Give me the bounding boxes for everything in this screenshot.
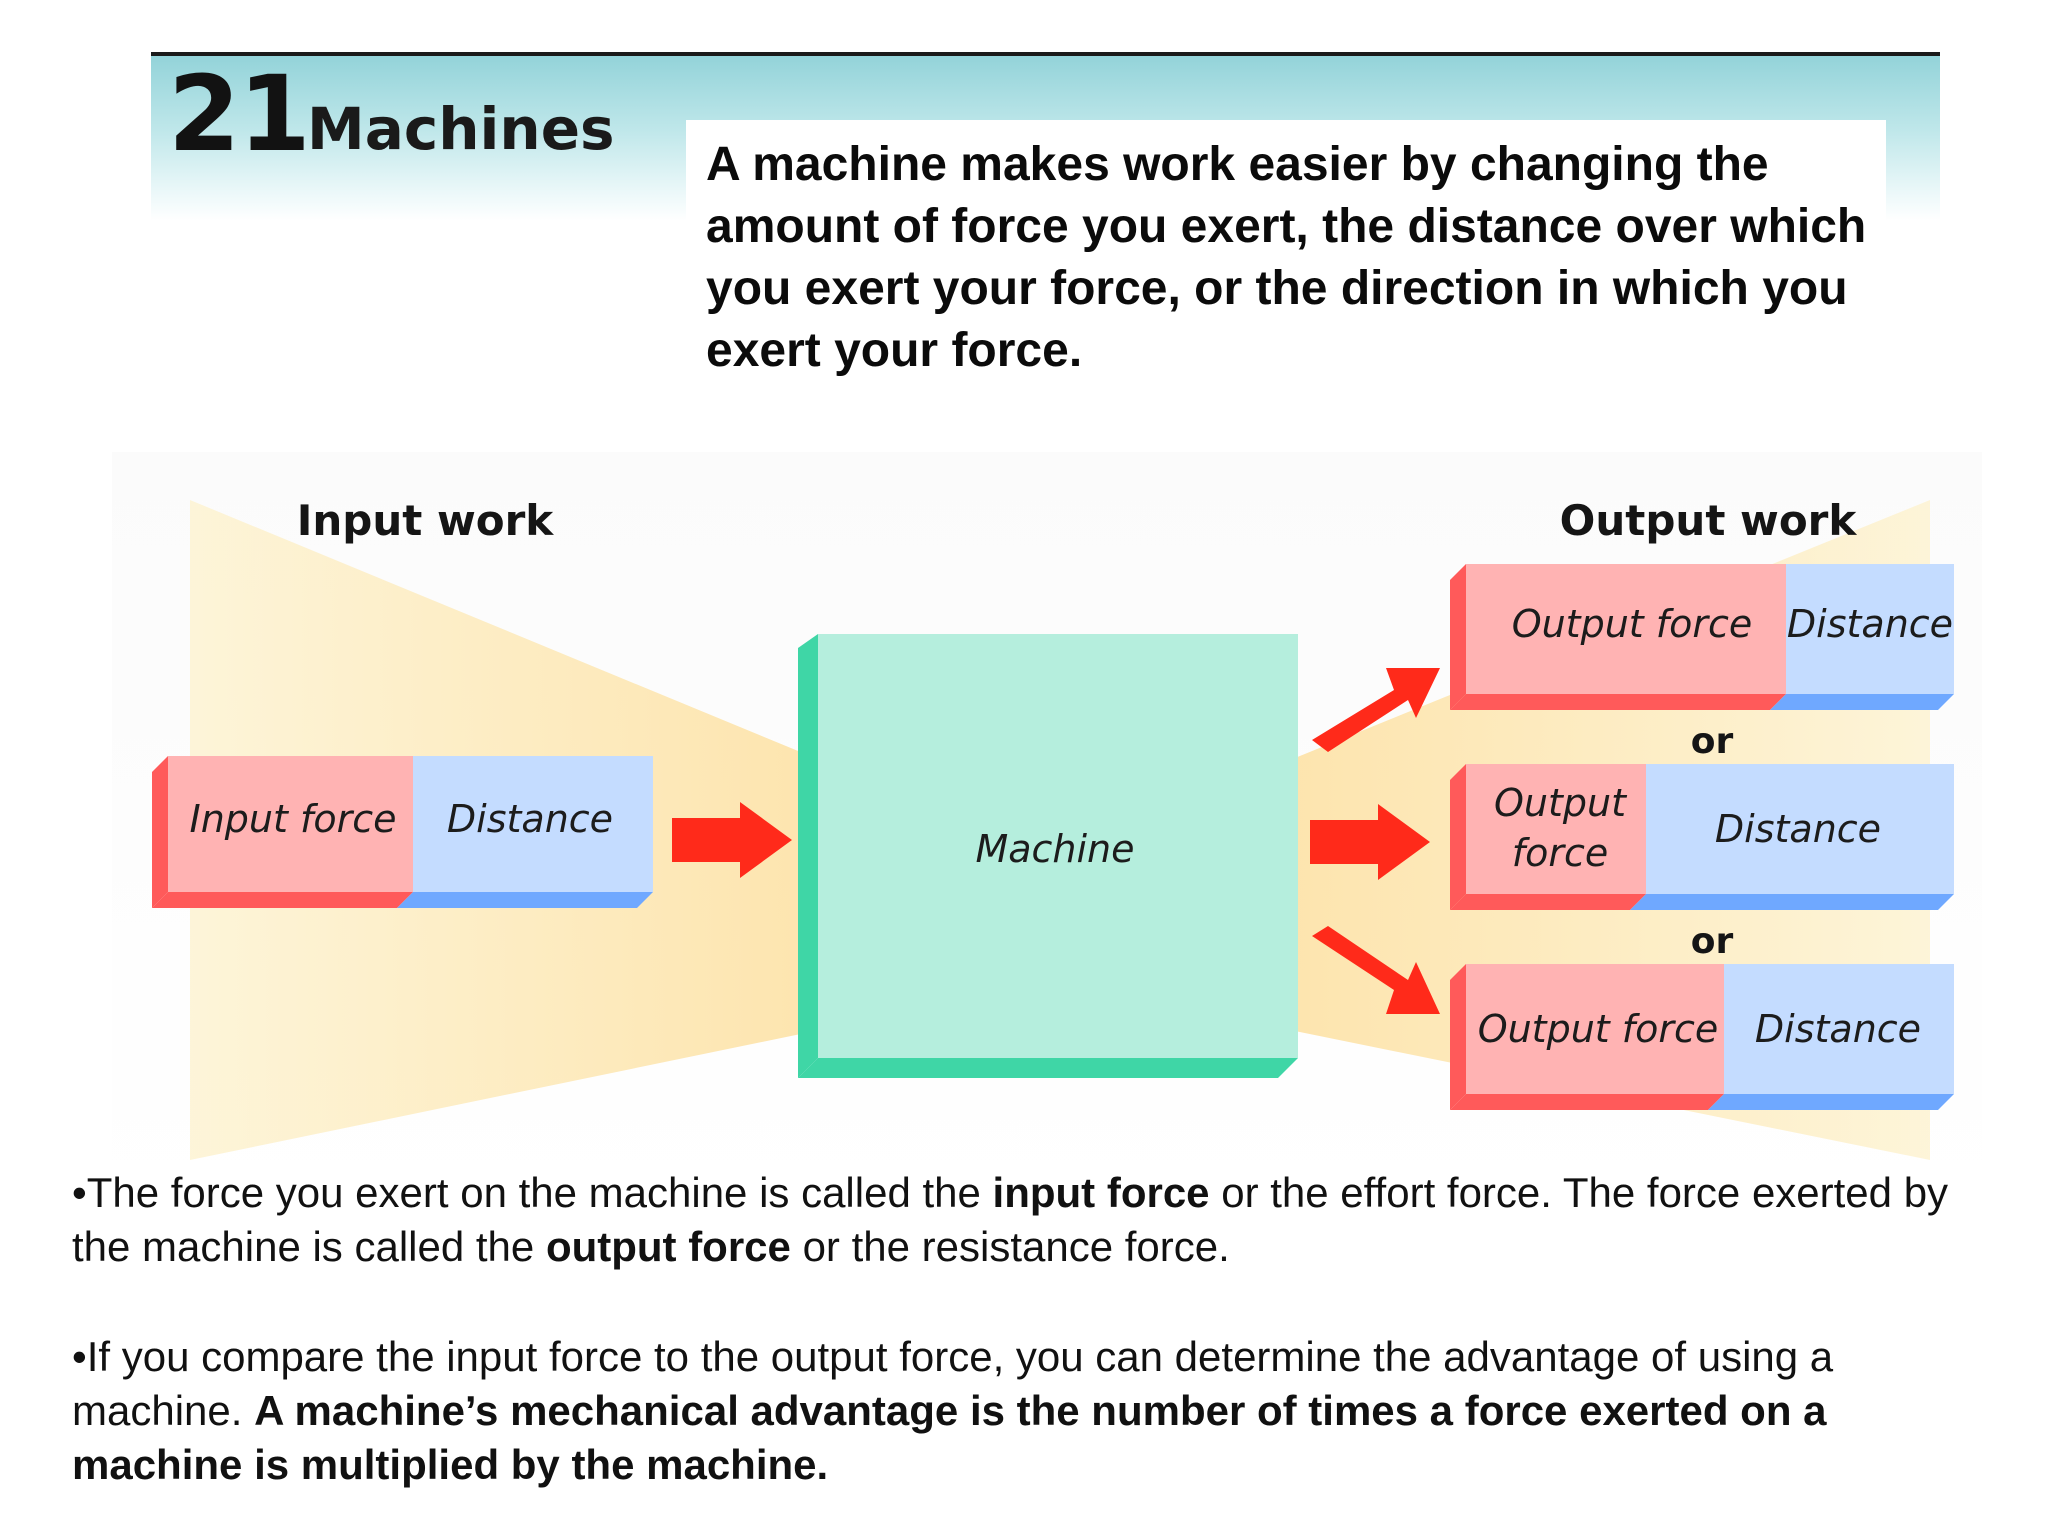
bullet-1-text-b: or the effort force. The force exerted b… [72,1169,1949,1270]
mechanical-advantage-definition: A machine’s mechanical advantage is the … [72,1387,1827,1488]
output-3-distance-label: Distance [1755,1007,1921,1051]
input-distance-label: Distance [447,797,613,841]
bullet-mechanical-advantage: •If you compare the input force to the o… [72,1330,1972,1492]
chapter-title: Machines [307,95,615,163]
output-2-distance-label: Distance [1715,807,1881,851]
input-work-bar: Input force Distance [152,756,653,908]
output-3-force-label: Output force [1478,1007,1719,1051]
output-2-force-label-line2: force [1512,831,1609,875]
bullet-input-output-force: •The force you exert on the machine is c… [72,1166,1972,1274]
input-force-label: Input force [190,797,397,841]
output-arrow-middle [1310,804,1430,880]
output-work-bar-2: Output force Distance [1450,764,1954,910]
or-label-1: or [1691,721,1734,762]
output-work-bar-3: Output force Distance [1450,964,1954,1110]
output-2-force-label-line1: Output [1494,781,1628,825]
bullet-1-text-c: or the resistance force. [790,1223,1230,1270]
definition-box [686,120,1886,390]
chapter-number: 21 [168,53,311,175]
output-work-bar-1: Output force Distance [1450,564,1954,710]
output-1-force-label: Output force [1512,602,1753,646]
machine-definition: A machine makes work easier by changing … [706,138,1867,377]
input-work-heading: Input work [297,496,555,545]
input-arrow [672,802,792,878]
input-distance-segment [413,756,653,892]
machine-box: Machine [798,634,1298,1078]
or-label-2: or [1691,921,1734,962]
term-input-force: input force [992,1169,1210,1216]
machine-label: Machine [975,827,1134,871]
output-1-distance-label: Distance [1787,602,1953,646]
input-force-edge [152,756,168,908]
output-arrow-down [1312,926,1440,1014]
input-force-segment [168,756,413,892]
bullet-1-text-a: •The force you exert on the machine is c… [72,1169,993,1216]
output-work-heading: Output work [1560,496,1858,545]
bullet-2-text-a: •If you compare the input force to the o… [72,1333,1834,1434]
output-arrow-up [1312,668,1440,752]
term-output-force: output force [545,1223,791,1270]
